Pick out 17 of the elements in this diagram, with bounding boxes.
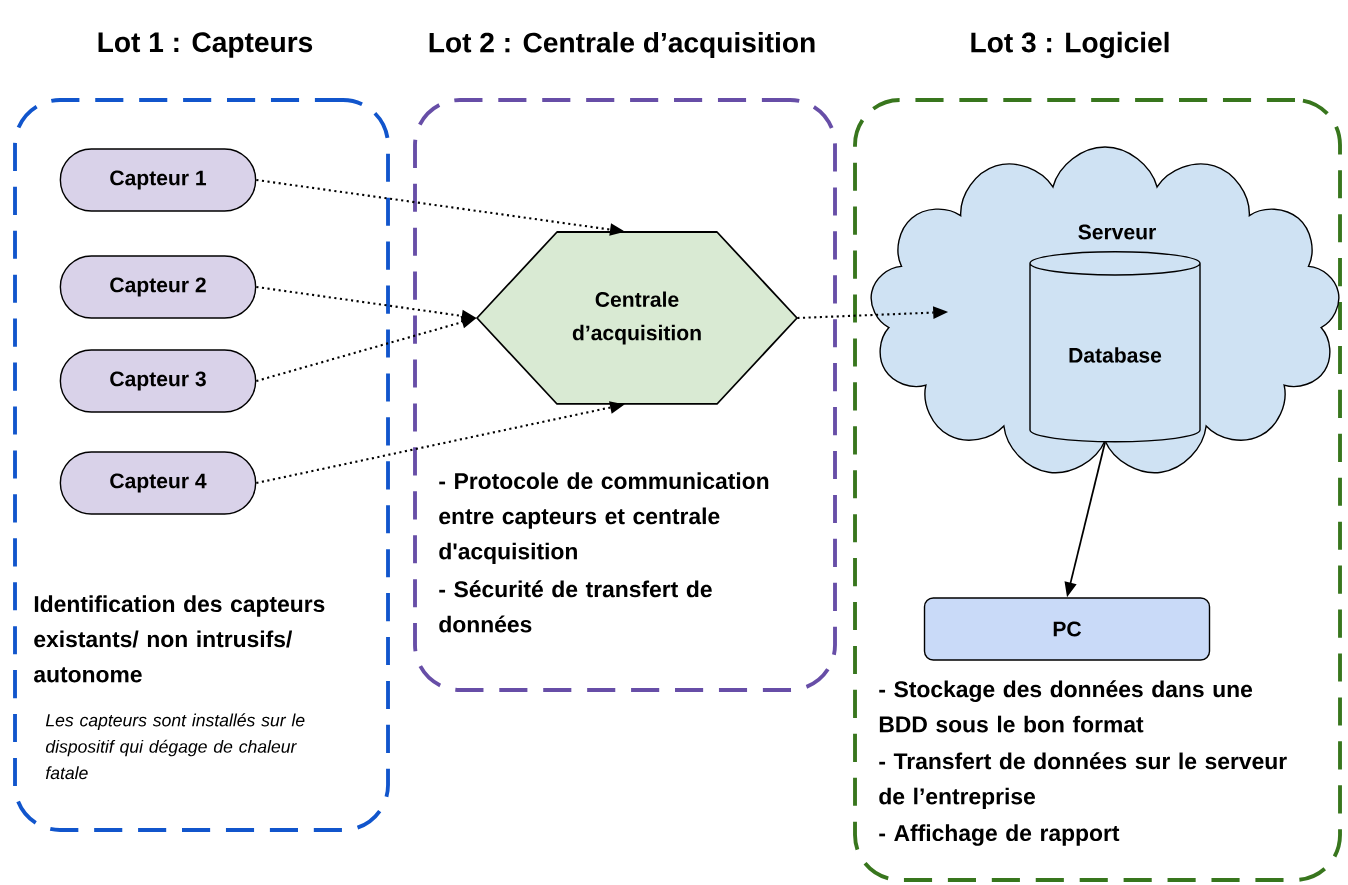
sensor-pill: Capteur 3 [59,349,257,413]
heading: Lot 3 : Logiciel [971,31,1169,59]
description-text: Identification des capteurs existants/ non intrusifs/ autonome [34,595,325,683]
note-text: Les capteurs sont installés sur le dispositif qui dégage de chaleur fatale [45,713,305,780]
database-cylinder: Database [1029,251,1201,443]
description-text: - Stockage des données dans une BDD sous le bon format [879,680,1253,733]
hexagon-box: Centrale d’acquisition [476,231,798,405]
heading: Lot 1 : Capteurs [98,32,313,58]
description-text: - Transfert de données sur le serveur de l’entreprise [879,752,1287,809]
heading: Lot 2 : Centrale d’acquisition [429,31,815,59]
computer-box: PC [923,597,1211,661]
description-text: - Protocole de communication entre capteurs et centrale d'acquisition [439,472,769,564]
description-text: - Affichage de rapport [879,824,1120,846]
sensor-pill: Capteur 2 [59,255,257,319]
sensor-pill: Capteur 1 [59,148,257,212]
description-text: - Sécurité de transfert de données [439,580,712,633]
sensor-pill: Capteur 4 [59,451,257,515]
